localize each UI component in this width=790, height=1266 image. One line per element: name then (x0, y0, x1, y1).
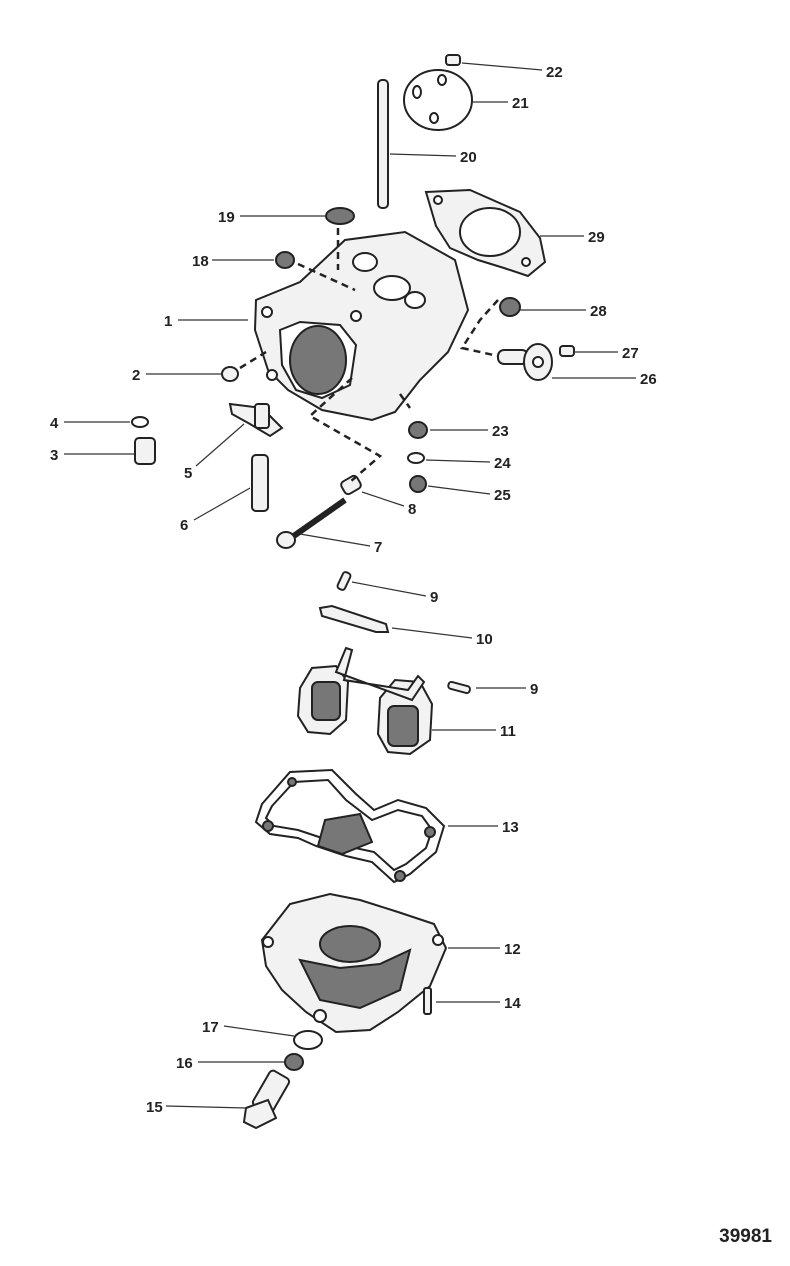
figure-number: 39981 (719, 1226, 772, 1247)
callout-9-upper: 9 (430, 589, 438, 606)
callout-18: 18 (192, 253, 209, 270)
part-choke-fitting (497, 343, 553, 381)
callout-17: 17 (202, 1019, 219, 1036)
part-bowl-screw (423, 987, 432, 1015)
part-spring-25 (409, 475, 427, 493)
callout-20: 20 (460, 149, 477, 166)
part-float-assembly (296, 646, 434, 756)
callout-19: 19 (218, 209, 235, 226)
part-washer-small (131, 416, 149, 428)
part-inlet-needle (318, 604, 390, 633)
part-bowl-gasket (254, 768, 446, 884)
callout-11: 11 (500, 723, 516, 740)
part-o-ring (293, 1030, 323, 1050)
callout-5: 5 (184, 465, 192, 482)
part-drain-jet (284, 1053, 304, 1071)
part-throttle-lever (228, 402, 284, 438)
callout-12: 12 (504, 941, 521, 958)
callout-16: 16 (176, 1055, 193, 1072)
callout-21: 21 (512, 95, 529, 112)
leader-lines (64, 62, 636, 1109)
part-nozzle (251, 454, 269, 512)
callout-25: 25 (494, 487, 511, 504)
callout-9-right: 9 (530, 681, 538, 698)
part-carburetor-body (253, 230, 470, 422)
callout-22: 22 (546, 64, 563, 81)
callout-2: 2 (132, 367, 140, 384)
callout-14: 14 (504, 995, 521, 1012)
part-float-pin-right (447, 680, 471, 695)
callout-1: 1 (164, 313, 172, 330)
callout-24: 24 (494, 455, 511, 472)
part-welch-plug (325, 207, 355, 225)
part-screw-spring (340, 474, 362, 496)
part-cover-screw (445, 54, 461, 66)
callout-labels: 22 21 20 29 19 18 1 28 27 26 2 4 3 5 6 7… (50, 64, 657, 1116)
part-drain-plug (242, 1069, 291, 1130)
callout-6: 6 (180, 517, 188, 534)
callout-3: 3 (50, 447, 58, 464)
part-throttle-shaft (377, 79, 389, 209)
callout-27: 27 (622, 345, 639, 362)
part-fitting-23 (408, 421, 428, 439)
callout-8: 8 (408, 501, 416, 518)
callout-29: 29 (588, 229, 605, 246)
callout-28: 28 (590, 303, 607, 320)
callout-15: 15 (146, 1099, 163, 1116)
part-washer-24 (407, 452, 425, 464)
part-idle-screw (221, 366, 239, 382)
part-float-bowl (260, 892, 448, 1034)
callout-4: 4 (50, 415, 59, 432)
part-plug-small (275, 251, 295, 269)
callout-13: 13 (502, 819, 519, 836)
part-choke-screw (559, 345, 575, 357)
part-cover-plate (403, 69, 473, 131)
callout-26: 26 (640, 371, 657, 388)
assembly-dashed-lines (239, 228, 499, 483)
part-flange-gasket (424, 188, 547, 278)
callout-7: 7 (374, 539, 382, 556)
callout-10: 10 (476, 631, 493, 648)
part-mixture-screw (276, 497, 347, 549)
part-seal (499, 297, 521, 317)
callout-23: 23 (492, 423, 509, 440)
part-float-pin-upper (336, 571, 352, 591)
part-main-jet (134, 437, 156, 465)
